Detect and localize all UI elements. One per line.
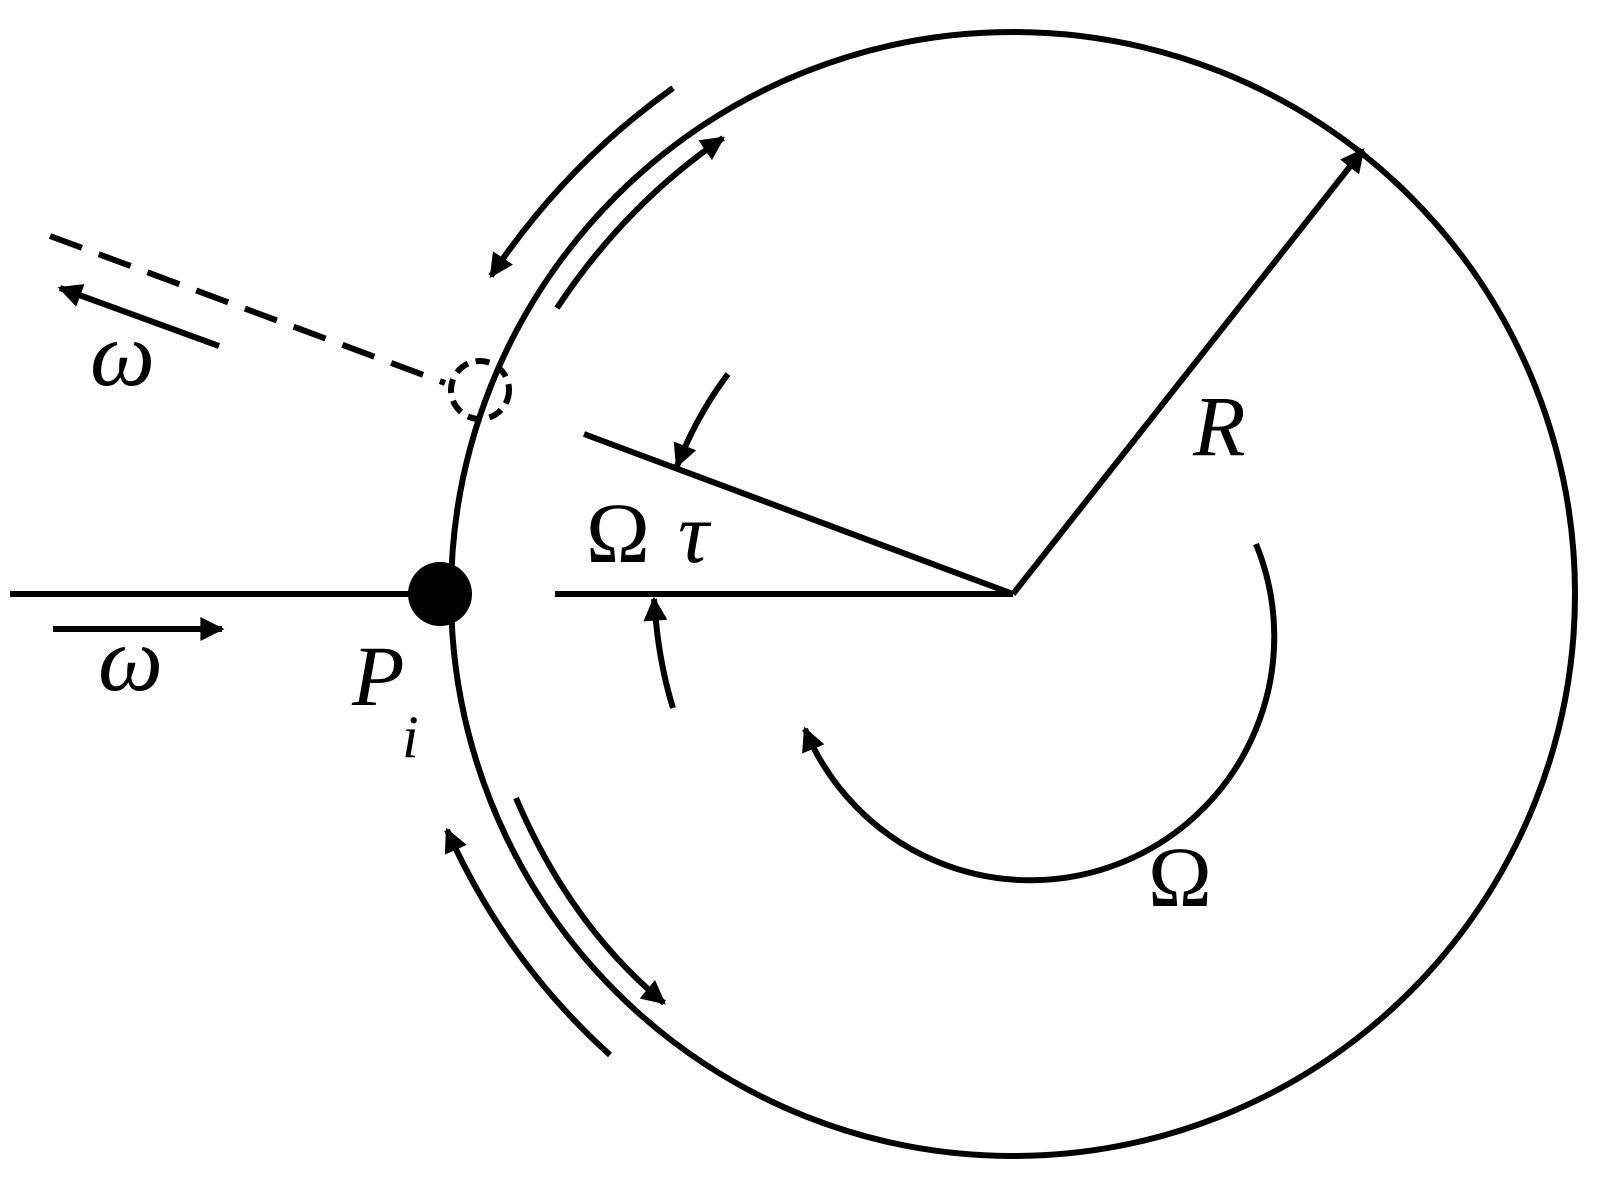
outgoing-omega-arrow — [57, 284, 221, 349]
label-omega-outgoing: ω — [90, 303, 155, 405]
label-omega-incoming: ω — [98, 608, 163, 710]
rim-arrow-lower-inner — [513, 796, 666, 1006]
angle-arrow-lower — [643, 596, 676, 709]
radius-arrow — [1010, 148, 1366, 596]
label-rotation-omega: Ω — [1148, 829, 1212, 925]
label-point-subscript: i — [402, 704, 419, 770]
outgoing-dashed-path — [48, 233, 447, 386]
label-radius: R — [1192, 378, 1246, 474]
rim-arrow-upper-outer — [488, 85, 675, 278]
label-angle-tau: τ — [678, 485, 712, 581]
angle-arrow-upper — [673, 372, 731, 469]
label-point-p: P — [351, 628, 405, 724]
point-pi — [408, 562, 472, 626]
rotated-line — [582, 431, 1015, 597]
rim-arrow-lower-outer — [444, 827, 613, 1058]
rim-arrow-upper-inner — [554, 135, 725, 310]
ghost-point — [448, 358, 512, 422]
rotation-arc-arrow — [802, 542, 1278, 884]
label-angle-omega: Ω — [586, 485, 650, 581]
